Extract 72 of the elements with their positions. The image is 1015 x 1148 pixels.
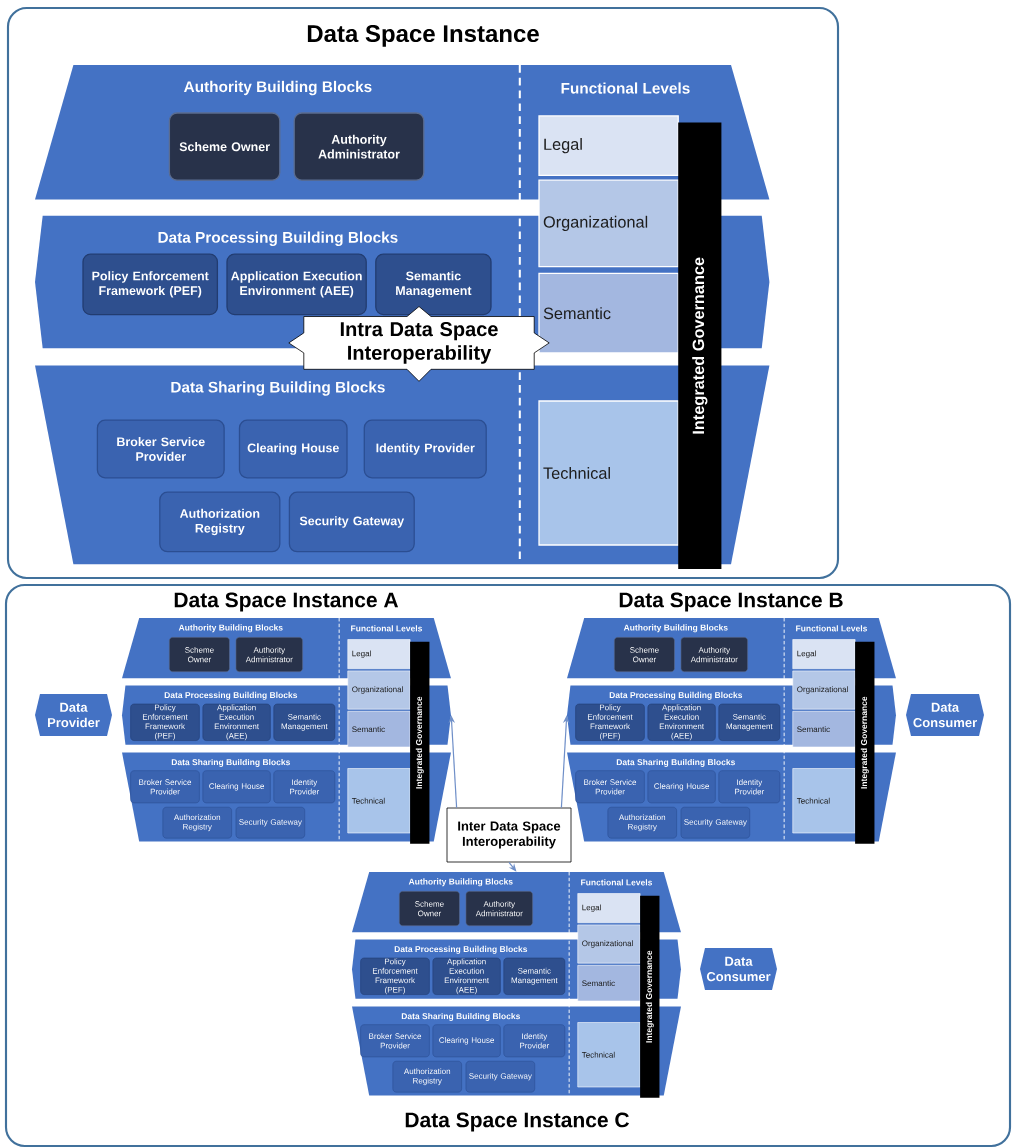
panel-frame bbox=[4, 583, 1012, 1148]
building-block-box: Application Execution Environment (AEE) bbox=[202, 703, 271, 741]
building-block-box: Semantic Management bbox=[503, 957, 566, 995]
building-block-box: Scheme Owner bbox=[614, 637, 675, 673]
governance-bar: Integrated Governance bbox=[640, 895, 660, 1098]
level-box: Technical bbox=[577, 1022, 641, 1088]
building-block-box: Authorization Registry bbox=[162, 806, 232, 839]
building-block-box: Security Gateway bbox=[465, 1060, 536, 1093]
level-box: Legal bbox=[538, 115, 679, 177]
building-block-box: Authorization Registry bbox=[392, 1060, 462, 1093]
building-block-box: Security Gateway bbox=[235, 806, 306, 839]
building-block-box: Scheme Owner bbox=[168, 112, 281, 181]
building-block-box: Identity Provider bbox=[718, 770, 781, 804]
building-block-box: Clearing House bbox=[202, 770, 271, 804]
role-box: Data Consumer bbox=[700, 948, 777, 990]
role-box: Data Provider bbox=[35, 694, 112, 736]
building-block-box: Policy Enforcement Framework (PEF) bbox=[360, 957, 430, 995]
column-heading: Functional Levels bbox=[351, 625, 423, 632]
governance-bar: Integrated Governance bbox=[410, 641, 430, 844]
column-heading: Functional Levels bbox=[581, 879, 653, 886]
building-block-box: Clearing House bbox=[647, 770, 716, 804]
building-block-box: Authorization Registry bbox=[159, 491, 281, 553]
column-heading: Functional Levels bbox=[561, 82, 690, 94]
building-block-box: Application Execution Environment (AEE) bbox=[647, 703, 716, 741]
building-block-box: Semantic Management bbox=[375, 253, 492, 316]
level-box: Organizational bbox=[792, 670, 856, 710]
level-box: Semantic bbox=[792, 711, 856, 748]
level-box: Legal bbox=[347, 639, 411, 670]
building-block-box: Scheme Owner bbox=[399, 891, 460, 927]
level-box: Organizational bbox=[577, 924, 641, 964]
building-block-box: Identity Provider bbox=[363, 419, 487, 479]
building-block-box: Application Execution Environment (AEE) bbox=[432, 957, 501, 995]
level-box: Technical bbox=[347, 768, 411, 834]
building-block-box: Authorization Registry bbox=[607, 806, 677, 839]
level-box: Technical bbox=[792, 768, 856, 834]
governance-bar: Integrated Governance bbox=[678, 122, 722, 569]
instance-heading: Data Space Instance B bbox=[619, 592, 843, 612]
building-block-box: Clearing House bbox=[432, 1024, 501, 1058]
instance-heading: Data Space Instance A bbox=[174, 592, 399, 612]
level-box: Legal bbox=[792, 639, 856, 670]
building-block-box: Authority Administrator bbox=[465, 891, 533, 927]
instance-heading: Data Space Instance C bbox=[405, 1112, 630, 1132]
level-box: Organizational bbox=[347, 670, 411, 710]
building-block-box: Authority Administrator bbox=[235, 637, 303, 673]
building-block-box: Broker Service Provider bbox=[575, 770, 645, 804]
building-block-box: Policy Enforcement Framework (PEF) bbox=[82, 253, 219, 316]
level-box: Legal bbox=[577, 893, 641, 924]
level-box: Semantic bbox=[347, 711, 411, 748]
building-block-box: Broker Service Provider bbox=[96, 419, 225, 479]
building-block-box: Broker Service Provider bbox=[360, 1024, 430, 1058]
building-block-box: Policy Enforcement Framework (PEF) bbox=[130, 703, 200, 741]
building-block-box: Authority Administrator bbox=[293, 112, 425, 181]
building-block-box: Security Gateway bbox=[680, 806, 751, 839]
building-block-box: Broker Service Provider bbox=[130, 770, 200, 804]
building-block-box: Identity Provider bbox=[503, 1024, 566, 1058]
level-box: Semantic bbox=[577, 965, 641, 1002]
level-box: Technical bbox=[538, 400, 679, 546]
building-block-box: Application Execution Environment (AEE) bbox=[226, 253, 367, 316]
building-block-box: Authority Administrator bbox=[680, 637, 748, 673]
building-block-box: Scheme Owner bbox=[169, 637, 230, 673]
building-block-box: Identity Provider bbox=[273, 770, 336, 804]
building-block-box: Semantic Management bbox=[718, 703, 781, 741]
governance-bar: Integrated Governance bbox=[855, 641, 875, 844]
column-heading: Functional Levels bbox=[796, 625, 868, 632]
level-box: Organizational bbox=[538, 179, 679, 268]
level-box: Semantic bbox=[538, 272, 679, 354]
building-block-box: Policy Enforcement Framework (PEF) bbox=[575, 703, 645, 741]
building-block-box: Clearing House bbox=[238, 419, 348, 479]
role-box: Data Consumer bbox=[906, 694, 984, 736]
building-block-box: Semantic Management bbox=[273, 703, 336, 741]
arrow bbox=[508, 861, 517, 872]
building-block-box: Security Gateway bbox=[288, 491, 415, 553]
